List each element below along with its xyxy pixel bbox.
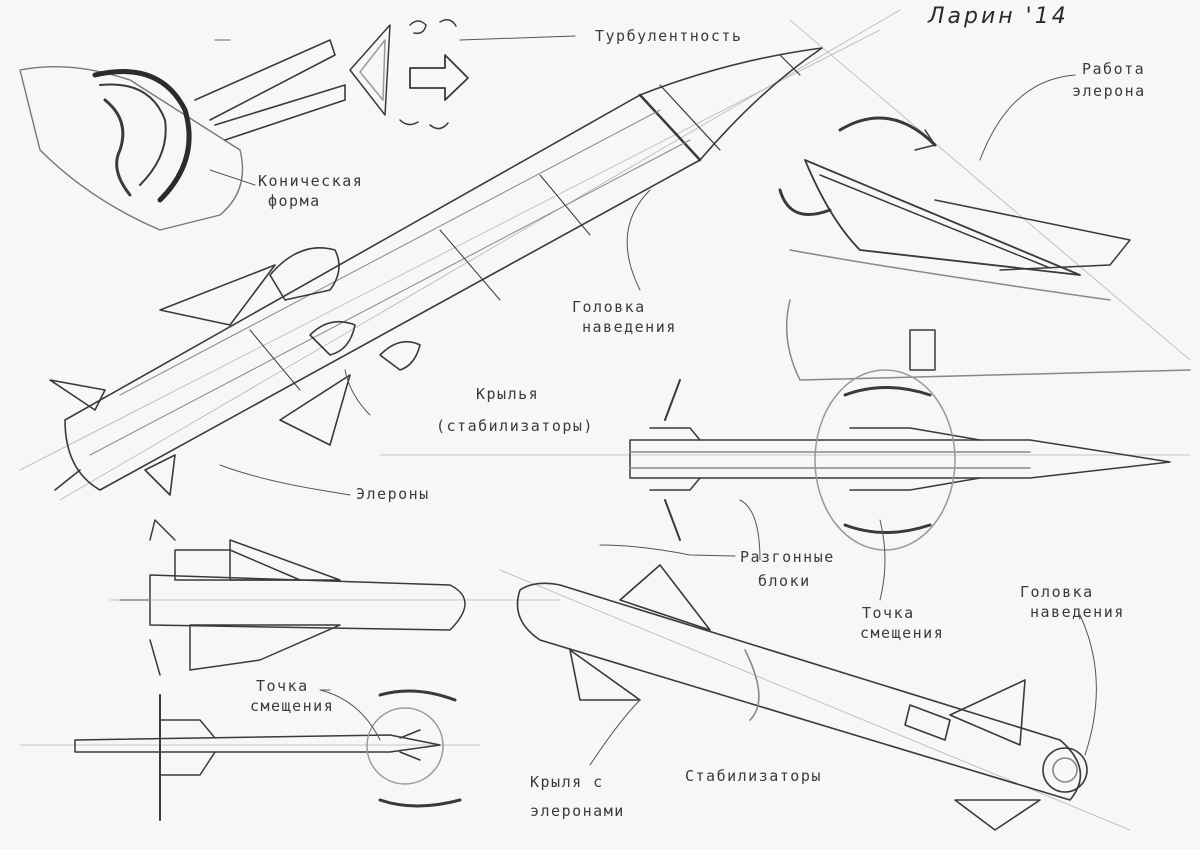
label-wings-with-ailerons-line1: Крыля с [530, 773, 604, 791]
label-seeker-head-line2: наведения [582, 318, 677, 336]
aileron-detail-sketch [778, 116, 1191, 381]
label-seeker-head-2-line2: наведения [1030, 603, 1125, 621]
conical-intake-sketch [19, 39, 346, 231]
topdown-missile-sketch [119, 519, 466, 676]
label-turbulence: Турбулентность [595, 27, 743, 45]
label-aileron-work-line2: элерона [1072, 82, 1146, 100]
label-conical-form-line1: Коническая [258, 172, 364, 190]
three-quarter-missile-sketch [516, 564, 1088, 831]
label-offset-point-right-line2: смещения [860, 624, 945, 642]
small-missile-sketch [74, 689, 462, 821]
leader-lines [209, 35, 1097, 766]
label-seeker-head-line1: Головка [572, 298, 646, 316]
construction-lines [19, 9, 1191, 831]
label-conical-form-line2: форма [268, 192, 321, 210]
label-offset-point-left-line2: смещения [250, 697, 335, 715]
label-offset-point-left-line1: Точка [256, 677, 309, 695]
label-boosters-line2: блоки [758, 572, 811, 590]
label-wings-line2: (стабилизаторы) [436, 417, 594, 435]
label-offset-point-right-line1: Точка [862, 604, 915, 622]
turbulence-diagram [349, 19, 469, 130]
label-wings-with-ailerons-line2: элеронами [530, 802, 625, 820]
label-ailerons: Элероны [356, 485, 430, 503]
label-seeker-head-2-line1: Головка [1020, 583, 1094, 601]
side-view-missile-sketch [629, 369, 1171, 551]
label-stabilizers: Стабилизаторы [685, 767, 822, 785]
main-missile-sketch [49, 47, 823, 496]
signature: Ларин '14 [928, 4, 1069, 29]
label-boosters-line1: Разгонные [740, 548, 835, 566]
label-wings-line1: Крылья [476, 385, 540, 403]
label-aileron-work-line1: Работа [1082, 60, 1146, 78]
